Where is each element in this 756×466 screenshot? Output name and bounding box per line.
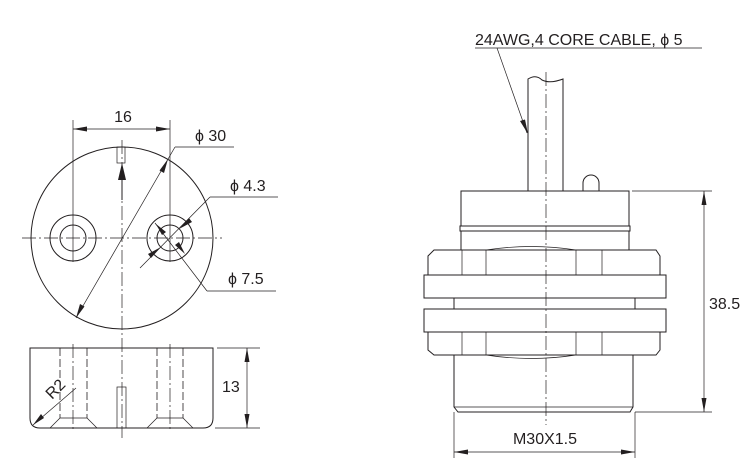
washer-lower [423,308,667,333]
thread-body [453,355,634,413]
inner-hole-label: ϕ 4.3 [230,178,266,195]
washer-upper [423,274,667,299]
cable [527,76,564,191]
slot-marker [116,146,126,164]
top-view: 16 ϕ 30 ϕ 4.3 ϕ 7.5 [22,109,278,438]
hole-spacing-label: 16 [114,109,132,126]
thread-label: M30X1.5 [513,431,577,448]
corner-radius-label: R2 [43,376,70,403]
base-height-label: 13 [222,379,240,396]
cable-label: 24AWG,4 CORE CABLE, ϕ 5 [475,32,683,49]
connector-view: 24AWG,4 CORE CABLE, ϕ 5 38.5 [423,32,740,458]
side-view: R2 13 [29,344,260,432]
vent-bump [582,174,600,191]
counterbore-label: ϕ 7.5 [228,271,264,288]
cable-leader [496,47,528,134]
outer-diameter-label: ϕ 30 [195,128,226,145]
total-height-label: 38.5 [709,296,740,313]
base-outline [29,347,214,429]
slot [116,386,127,429]
